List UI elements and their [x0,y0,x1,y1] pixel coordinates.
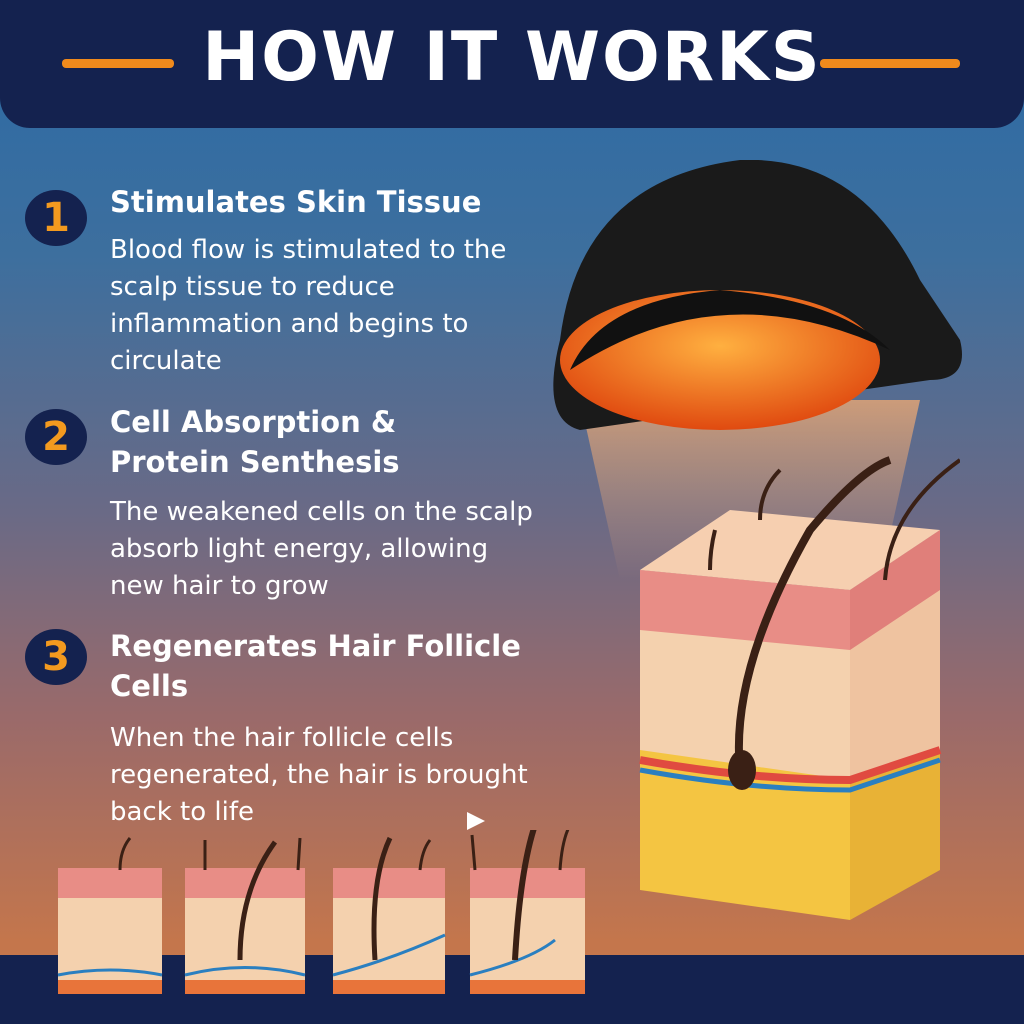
skin-cross-section-illustration [639,456,960,920]
stage-1 [57,837,163,994]
title-rule-right [820,59,960,68]
step-2-body: The weakened cells on the scalp absorb l… [110,497,533,601]
arrow-right-icon [467,812,485,830]
stage-2 [184,837,306,994]
stage-4 [469,830,585,994]
stage-3 [332,836,446,994]
hair-growth-stages [57,830,585,994]
laser-cap-illustration [553,160,962,580]
step-1-body: Blood flow is stimulated to the scalp ti… [110,235,507,376]
step-2-title: Cell Absorption & Protein Senthesis [110,405,400,479]
step-3-title: Regenerates Hair Follicle Cells [110,629,521,703]
title-rule-left [62,59,174,68]
page-title: HOW IT WORKS [202,18,822,97]
hair-icon [734,456,892,771]
step-1-number-badge: 1 [25,190,87,246]
step-3-number-badge: 3 [25,629,87,685]
step-3-body: When the hair follicle cells regenerated… [110,723,528,827]
step-1-title: Stimulates Skin Tissue [110,185,482,219]
step-2-number-badge: 2 [25,409,87,465]
